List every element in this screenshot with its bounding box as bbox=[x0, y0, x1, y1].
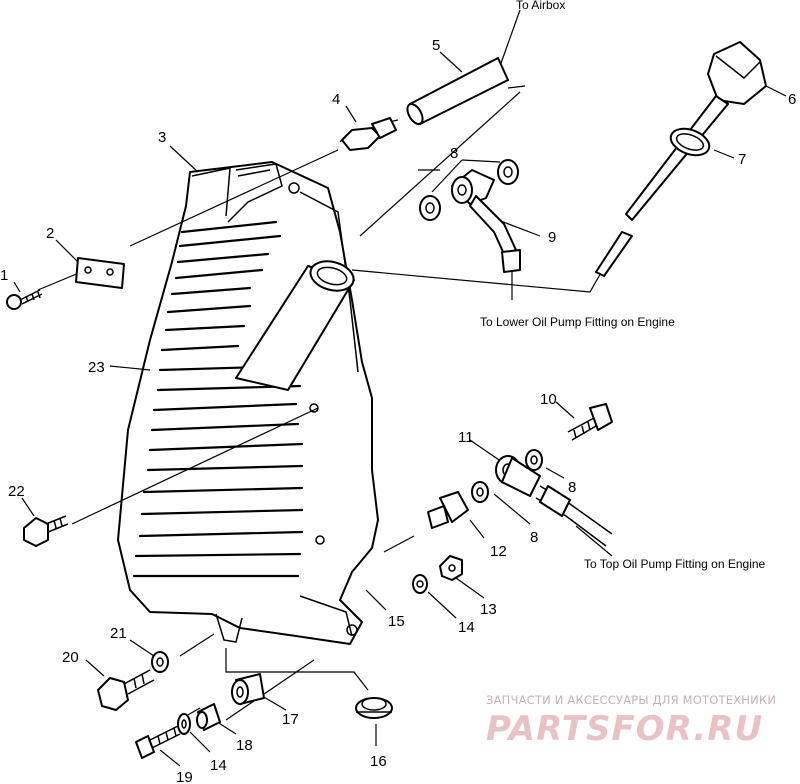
callout-6: 6 bbox=[788, 91, 796, 108]
callout-8-lower: 8 bbox=[530, 529, 538, 546]
bolt-part-19 bbox=[135, 725, 181, 759]
callout-7: 7 bbox=[738, 151, 746, 168]
annotations: To Airbox To Lower Oil Pump Fitting on E… bbox=[480, 0, 766, 571]
washer-part-8-top bbox=[419, 159, 519, 221]
filler-neck bbox=[235, 260, 355, 391]
annotation-to-top-oil-pump: To Top Oil Pump Fitting on Engine bbox=[584, 557, 766, 571]
callout-17: 17 bbox=[282, 711, 299, 728]
oil-tank bbox=[117, 161, 379, 645]
watermark: ЗАПЧАСТИ И АКСЕССУАРЫ ДЛЯ МОТОТЕХНИКИ PA… bbox=[486, 693, 776, 749]
callout-3: 3 bbox=[158, 129, 166, 146]
washer-part-8-right bbox=[471, 449, 543, 503]
callout-12: 12 bbox=[490, 543, 507, 560]
dipstick-cap-part-6 bbox=[595, 41, 767, 277]
callout-23: 23 bbox=[88, 359, 105, 376]
leader-lines bbox=[13, 9, 787, 767]
fitting-part-4 bbox=[339, 117, 397, 151]
callout-2: 2 bbox=[46, 225, 54, 242]
callout-5: 5 bbox=[432, 37, 440, 54]
washer-part-14-right bbox=[412, 574, 428, 594]
bushing-part-18 bbox=[196, 703, 221, 731]
grommet-part-16 bbox=[355, 697, 393, 719]
nut-part-13 bbox=[439, 555, 463, 581]
watermark-logo: PARTSFOR.RU bbox=[486, 709, 763, 749]
callout-18: 18 bbox=[236, 737, 253, 754]
tank-ribs bbox=[132, 220, 304, 578]
washer-part-21 bbox=[151, 651, 169, 673]
callout-14-right: 14 bbox=[458, 619, 475, 636]
annotation-to-lower-oil-pump: To Lower Oil Pump Fitting on Engine bbox=[480, 315, 675, 329]
callout-9: 9 bbox=[548, 229, 556, 246]
callout-10: 10 bbox=[540, 391, 557, 408]
bolt-part-22 bbox=[23, 515, 69, 547]
callout-13: 13 bbox=[480, 601, 497, 618]
callout-19: 19 bbox=[176, 769, 193, 784]
callout-8-top: 8 bbox=[450, 145, 458, 162]
o-ring-part-7 bbox=[669, 127, 711, 157]
callout-labels: 1 2 3 4 5 6 7 8 9 10 11 8 12 8 13 14 15 … bbox=[0, 37, 796, 784]
callout-16: 16 bbox=[370, 753, 387, 770]
callout-1: 1 bbox=[0, 267, 8, 284]
callout-14-bottom: 14 bbox=[210, 757, 227, 774]
banjo-fitting-part-9 bbox=[451, 169, 521, 273]
callout-4: 4 bbox=[332, 91, 340, 108]
plate-part-2 bbox=[75, 257, 125, 289]
washer-part-14-bottom bbox=[177, 713, 191, 735]
screw-part-1 bbox=[6, 289, 43, 310]
watermark-tagline: ЗАПЧАСТИ И АКСЕССУАРЫ ДЛЯ МОТОТЕХНИКИ bbox=[486, 693, 776, 707]
annotation-to-airbox: To Airbox bbox=[516, 0, 565, 12]
fitting-part-12 bbox=[427, 491, 469, 529]
hose-part-5 bbox=[406, 57, 509, 125]
banjo-fitting-part-11 bbox=[495, 455, 613, 547]
callout-11: 11 bbox=[458, 429, 474, 446]
callout-21: 21 bbox=[110, 625, 127, 642]
bolt-part-20 bbox=[97, 669, 155, 711]
callout-22: 22 bbox=[8, 483, 25, 500]
callout-15: 15 bbox=[388, 613, 405, 630]
callout-20: 20 bbox=[62, 649, 79, 666]
bolt-part-10 bbox=[567, 403, 613, 441]
callout-8-right: 8 bbox=[568, 479, 576, 496]
spacer-part-17 bbox=[231, 673, 265, 705]
